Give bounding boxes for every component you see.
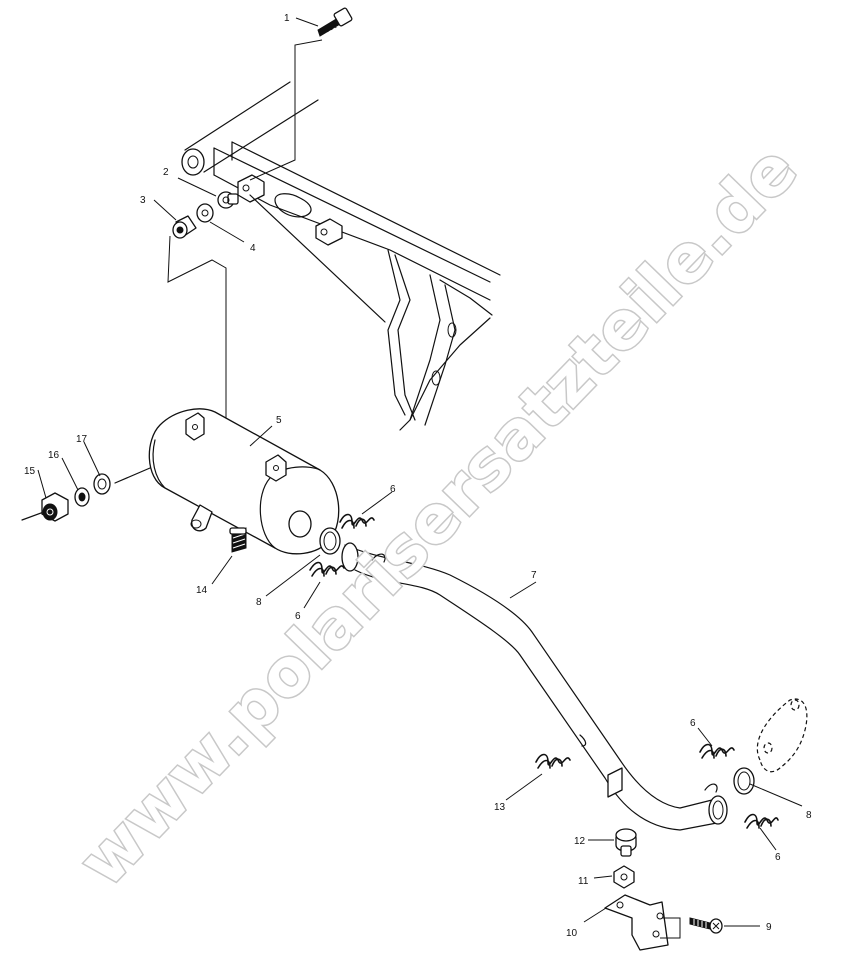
callout-6-d: 6	[775, 852, 781, 863]
callout-13: 13	[494, 802, 506, 813]
callout-1: 1	[284, 13, 290, 24]
washer-17	[93, 473, 111, 495]
callout-6-c: 6	[690, 718, 696, 729]
bolt-14	[229, 527, 247, 553]
spacer-2	[217, 191, 239, 209]
callout-6-b: 6	[295, 611, 301, 622]
muffler-5	[148, 408, 340, 555]
grommet-12	[615, 828, 637, 857]
leader-line-grommet	[167, 235, 227, 431]
head-pipe-7	[341, 542, 728, 831]
engine-flange-outline	[756, 698, 808, 773]
spring-6-upper	[339, 513, 375, 529]
callout-6-a: 6	[390, 484, 396, 495]
callout-17: 17	[76, 434, 88, 445]
gasket-8-lower	[733, 767, 755, 795]
spring-6-right-lower	[744, 813, 779, 829]
callout-10: 10	[566, 928, 578, 939]
bolt-1	[317, 7, 353, 37]
grommet-3	[172, 215, 197, 239]
watermark-text: www.polarisersatzteile.de	[64, 130, 812, 901]
frame-assembly	[181, 81, 501, 431]
spring-13	[535, 753, 571, 769]
callout-14: 14	[196, 585, 208, 596]
callout-8-b: 8	[806, 810, 812, 821]
callout-15: 15	[24, 466, 36, 477]
bracket-10	[604, 894, 669, 951]
callout-12: 12	[574, 836, 586, 847]
screw-9	[689, 917, 723, 934]
washer-4	[196, 203, 214, 223]
callout-leader-lines	[37, 17, 803, 927]
callout-7: 7	[531, 570, 537, 581]
callout-16: 16	[48, 450, 60, 461]
washer-16	[74, 487, 90, 507]
nut-15	[41, 492, 69, 522]
callout-5: 5	[276, 415, 282, 426]
leader-line-bracket	[660, 917, 681, 939]
callout-2: 2	[163, 167, 169, 178]
spring-6-right-upper	[699, 743, 735, 759]
nut-11	[613, 865, 635, 889]
spring-6-lower	[309, 561, 345, 577]
callout-8-a: 8	[256, 597, 262, 608]
callout-3: 3	[140, 195, 146, 206]
leader-line-bolt	[249, 39, 323, 181]
callout-9: 9	[766, 922, 772, 933]
callout-11: 11	[578, 876, 589, 887]
callout-4: 4	[250, 243, 256, 254]
gasket-8-upper	[319, 527, 341, 555]
